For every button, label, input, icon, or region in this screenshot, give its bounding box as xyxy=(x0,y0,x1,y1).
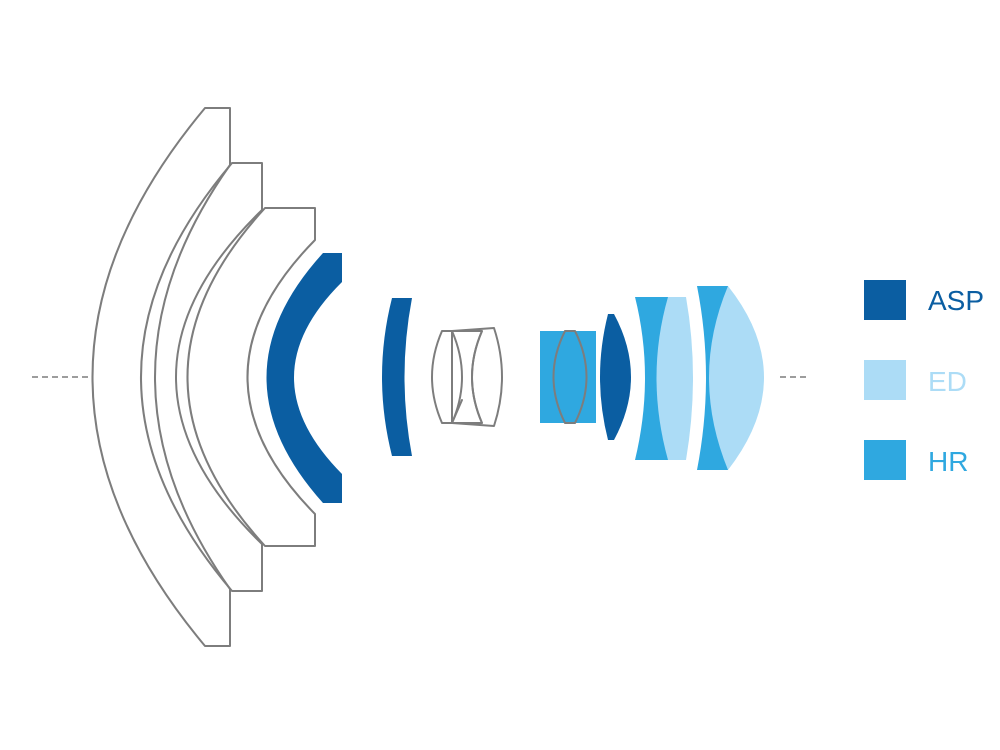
lens-element-14-ed xyxy=(709,286,764,470)
legend-swatch-asp xyxy=(864,280,906,320)
legend: ASP ED HR xyxy=(864,280,984,480)
legend-swatch-hr xyxy=(864,440,906,480)
lens-element-7b xyxy=(451,327,503,427)
legend-item-asp: ASP xyxy=(864,280,984,320)
lens-element-7c xyxy=(471,330,483,424)
lens-element-2 xyxy=(140,162,263,592)
lens-element-3 xyxy=(186,207,316,547)
legend-label-hr: HR xyxy=(928,446,968,477)
lens-element-12-ed xyxy=(656,297,693,460)
legend-item-ed: ED xyxy=(864,360,967,400)
legend-label-ed: ED xyxy=(928,366,967,397)
lens-element-1 xyxy=(91,107,231,647)
lens-element-10-asp xyxy=(600,314,631,440)
lens-element-9 xyxy=(552,330,588,424)
lens-element-8-hr xyxy=(540,331,596,423)
legend-swatch-ed xyxy=(864,360,906,400)
legend-item-hr: HR xyxy=(864,440,968,480)
legend-label-asp: ASP xyxy=(928,285,984,316)
lens-element-4-asp xyxy=(266,253,342,503)
lens-element-5-asp xyxy=(382,298,412,456)
